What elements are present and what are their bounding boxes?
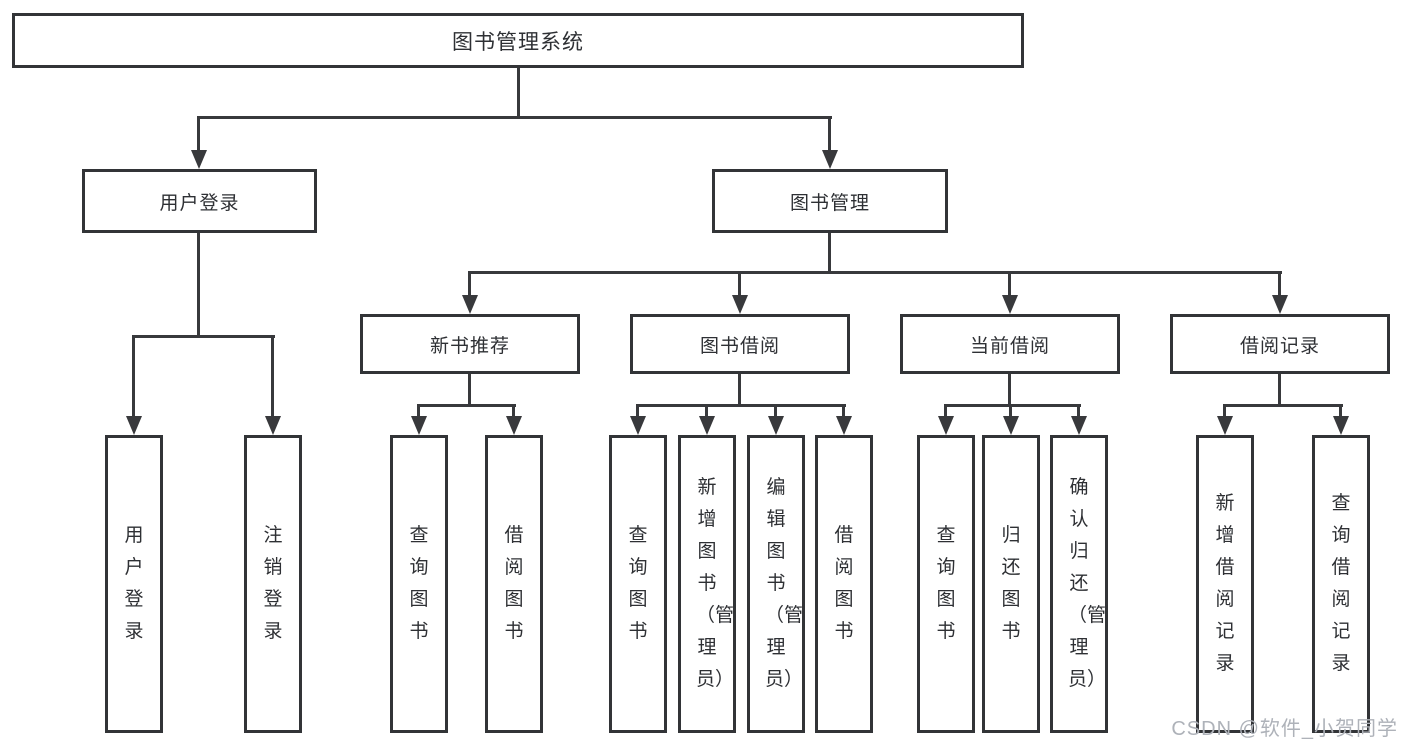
connector-leaf-line — [1009, 404, 1012, 418]
connector-to-book-management-line — [828, 116, 831, 152]
connector-leaf-line — [705, 404, 708, 418]
arrowhead-down-icon — [732, 295, 748, 314]
node-book-borrowing: 图书借阅 — [630, 314, 850, 374]
connector-leaf-line — [1077, 404, 1080, 418]
arrowhead-down-icon — [822, 150, 838, 169]
leaf-query-books-current: 查询图书 — [917, 435, 975, 733]
connector-borrowing-records-rail-line — [1223, 404, 1343, 407]
arrowhead-down-icon — [1071, 416, 1087, 435]
connector-current-borrowing-rail-line — [944, 404, 1081, 407]
connector-to-leaf-user-login-line — [132, 335, 135, 417]
leaf-query-borrow-record-label: 查询借阅记录 — [1331, 493, 1351, 674]
connector-book-management-stem-line — [828, 233, 831, 274]
connector-leaf-line — [842, 404, 845, 418]
leaf-add-borrow-record-label: 新增借阅记录 — [1215, 493, 1235, 674]
connector-leaf-line — [1223, 404, 1226, 418]
connector-leaf-line — [1339, 404, 1342, 418]
connector-borrowing-records-stem-line — [1278, 374, 1281, 407]
arrowhead-down-icon — [630, 416, 646, 435]
connector-to-user-login-line — [197, 116, 200, 152]
connector-leaf-line — [944, 404, 947, 418]
leaf-return-book: 归还图书 — [982, 435, 1040, 733]
leaf-confirm-return-admin-label: 确认归还（管理员） — [1068, 477, 1107, 690]
leaf-logout: 注销登录 — [244, 435, 302, 733]
leaf-return-book-label: 归还图书 — [1001, 525, 1021, 642]
leaf-logout-label: 注销登录 — [263, 525, 283, 642]
node-book-management-label: 图书管理 — [789, 192, 870, 214]
node-book-borrowing-label: 图书借阅 — [699, 335, 780, 357]
connector-new-book-recommend-stem-line — [468, 374, 471, 407]
arrowhead-down-icon — [836, 416, 852, 435]
leaf-edit-book-admin-label: 编辑图书（管理员） — [765, 477, 804, 690]
node-current-borrowing: 当前借阅 — [900, 314, 1120, 374]
arrowhead-down-icon — [768, 416, 784, 435]
connector-root-stem-line — [517, 68, 520, 119]
arrowhead-down-icon — [126, 416, 142, 435]
node-user-login-label: 用户登录 — [159, 192, 240, 214]
leaf-borrow-books-recommend-label: 借阅图书 — [504, 525, 524, 642]
csdn-watermark: CSDN @软件_小贺同学 — [1171, 718, 1398, 740]
leaf-user-login-label: 用户登录 — [124, 525, 144, 642]
arrowhead-down-icon — [506, 416, 522, 435]
connector-leaf-line — [636, 404, 639, 418]
leaf-user-login: 用户登录 — [105, 435, 163, 733]
leaf-query-books-borrowing: 查询图书 — [609, 435, 667, 733]
leaf-borrow-books-borrowing: 借阅图书 — [815, 435, 873, 733]
connector-leaf-line — [417, 404, 420, 418]
arrowhead-down-icon — [265, 416, 281, 435]
arrowhead-down-icon — [1217, 416, 1233, 435]
arrowhead-down-icon — [1272, 295, 1288, 314]
arrowhead-down-icon — [1002, 295, 1018, 314]
connector-leaf-line — [512, 404, 515, 418]
connector-root-rail-line — [197, 116, 832, 119]
leaf-query-books-recommend-label: 查询图书 — [409, 525, 429, 642]
arrowhead-down-icon — [1333, 416, 1349, 435]
leaf-add-borrow-record: 新增借阅记录 — [1196, 435, 1254, 733]
leaf-add-book-admin: 新增图书（管理员） — [678, 435, 736, 733]
node-borrowing-records-label: 借阅记录 — [1239, 335, 1320, 357]
arrowhead-down-icon — [411, 416, 427, 435]
node-book-management: 图书管理 — [712, 169, 948, 233]
node-current-borrowing-label: 当前借阅 — [969, 335, 1050, 357]
arrowhead-down-icon — [699, 416, 715, 435]
arrowhead-down-icon — [1003, 416, 1019, 435]
arrowhead-down-icon — [938, 416, 954, 435]
leaf-borrow-books-recommend: 借阅图书 — [485, 435, 543, 733]
leaf-add-book-admin-label: 新增图书（管理员） — [696, 477, 735, 690]
leaf-query-books-recommend: 查询图书 — [390, 435, 448, 733]
node-borrowing-records: 借阅记录 — [1170, 314, 1390, 374]
leaf-query-books-current-label: 查询图书 — [936, 525, 956, 642]
connector-book-management-rail-line — [468, 271, 1282, 274]
node-new-book-recommend: 新书推荐 — [360, 314, 580, 374]
connector-new-book-recommend-rail-line — [417, 404, 516, 407]
connector-user-login-stem-line — [197, 233, 200, 338]
connector-to-current-borrowing-line — [1008, 271, 1011, 298]
connector-to-borrowing-records-line — [1278, 271, 1281, 298]
connector-book-borrowing-stem-line — [738, 374, 741, 407]
connector-leaf-line — [774, 404, 777, 418]
connector-book-borrowing-rail-line — [636, 404, 846, 407]
arrowhead-down-icon — [191, 150, 207, 169]
arrowhead-down-icon — [462, 295, 478, 314]
node-new-book-recommend-label: 新书推荐 — [429, 335, 510, 357]
connector-current-borrowing-stem-line — [1008, 374, 1011, 407]
connector-user-login-rail-line — [132, 335, 275, 338]
leaf-query-books-borrowing-label: 查询图书 — [628, 525, 648, 642]
leaf-confirm-return-admin: 确认归还（管理员） — [1050, 435, 1108, 733]
connector-to-book-borrowing-line — [738, 271, 741, 298]
connector-to-leaf-logout-line — [271, 335, 274, 417]
leaf-query-borrow-record: 查询借阅记录 — [1312, 435, 1370, 733]
connector-to-new-book-recommend-line — [468, 271, 471, 298]
node-user-login: 用户登录 — [82, 169, 317, 233]
leaf-edit-book-admin: 编辑图书（管理员） — [747, 435, 805, 733]
node-root-label: 图书管理系统 — [452, 30, 584, 54]
leaf-borrow-books-borrowing-label: 借阅图书 — [834, 525, 854, 642]
node-root: 图书管理系统 — [12, 13, 1024, 68]
